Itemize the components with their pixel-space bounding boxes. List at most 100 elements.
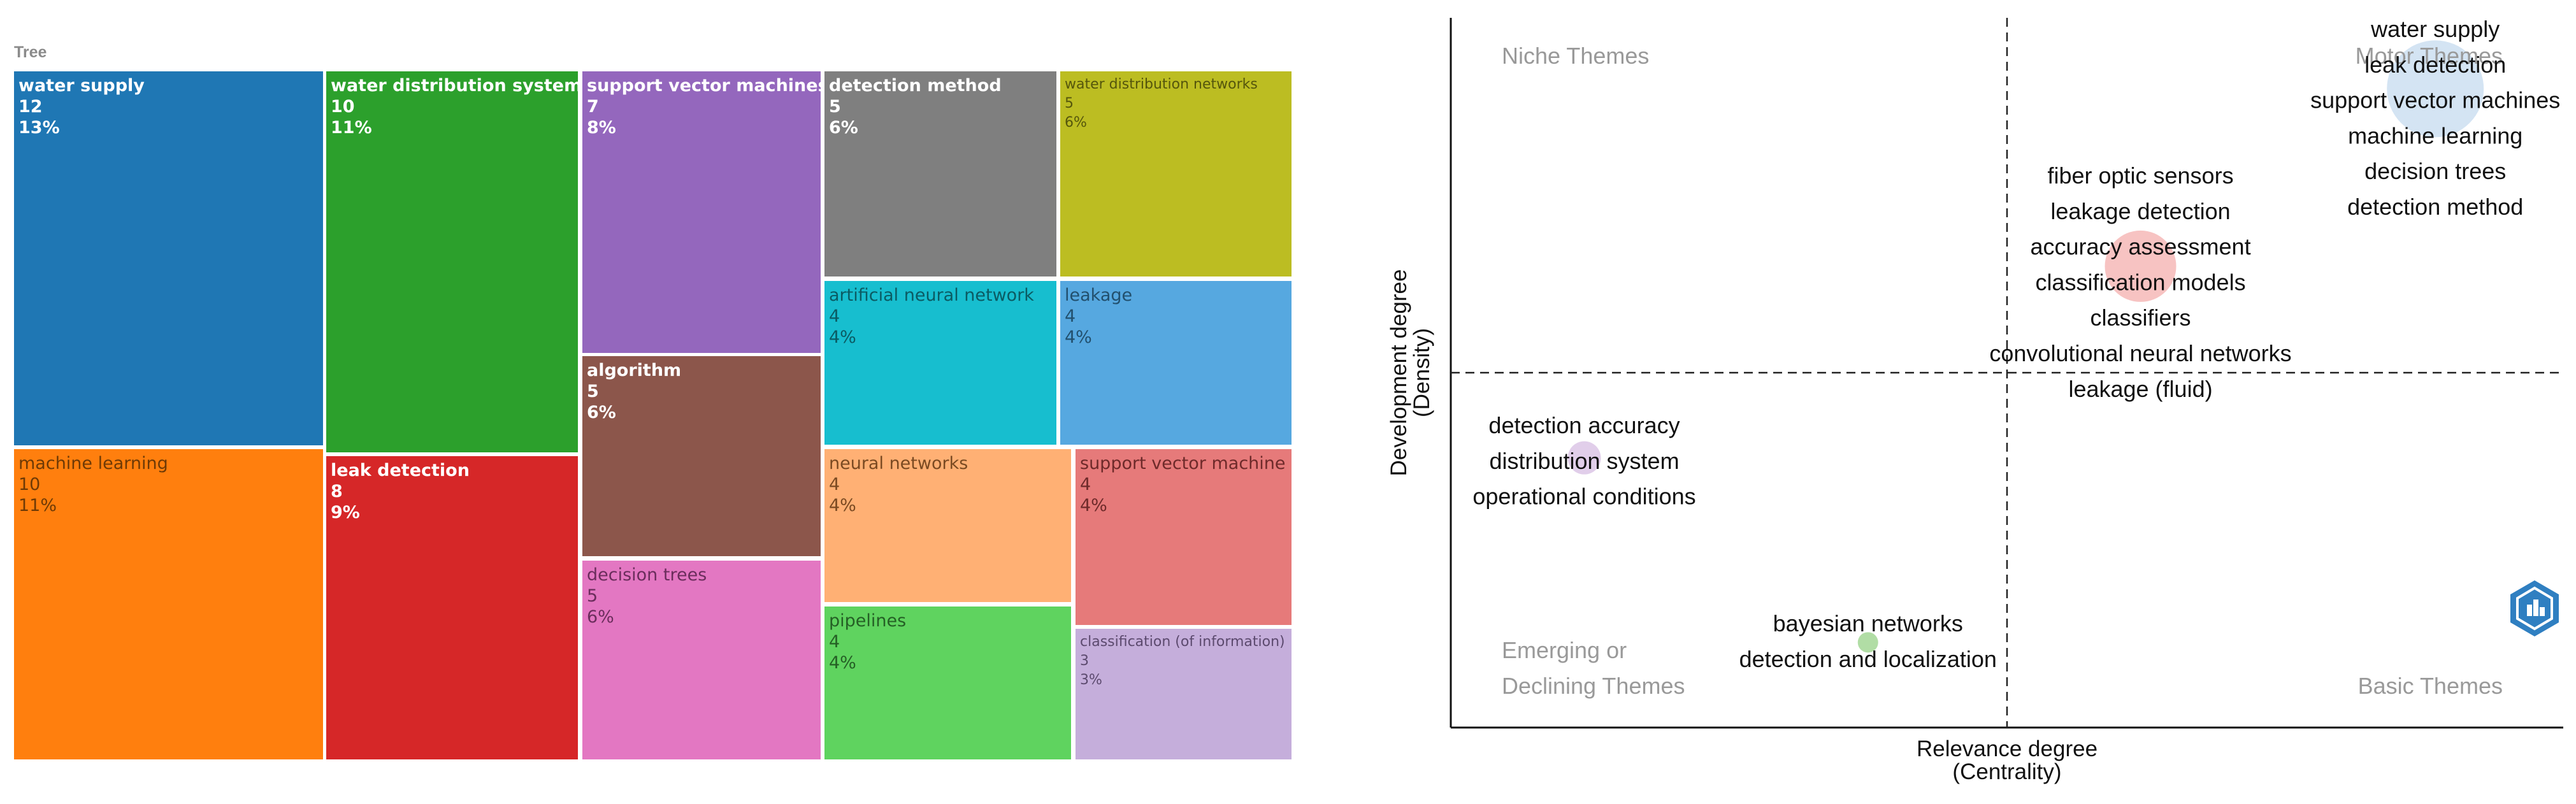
treemap-tile-name: decision trees (587, 565, 707, 585)
cluster-term-label: distribution system (1489, 448, 1679, 474)
treemap-tile-name: water distribution systems (331, 76, 578, 96)
cluster-term-label: detection method (2347, 194, 2523, 220)
cluster-term-label: leakage (fluid) (2068, 376, 2212, 402)
treemap-tile-name: algorithm (587, 361, 682, 380)
treemap-tile-value: 5 (587, 382, 599, 401)
treemap-tile-percent: 6% (587, 403, 616, 422)
quadrant-label-emerging: Declining Themes (1502, 673, 1685, 699)
treemap-tile-label: water distribution networks 5 6% (1065, 75, 1258, 133)
treemap-tile-name: leakage (1065, 285, 1133, 305)
cluster-term-label: detection accuracy (1488, 412, 1680, 438)
treemap-tile-percent: 4% (829, 327, 856, 347)
cluster-term-label: operational conditions (1472, 484, 1695, 510)
treemap-tile-percent: 6% (1065, 115, 1087, 131)
treemap-tile: water distribution networks 5 6% (1060, 71, 1292, 276)
cluster-term-label: leak detection (2364, 52, 2506, 78)
treemap-tile-value: 5 (587, 586, 598, 606)
treemap-tile-value: 4 (829, 632, 840, 652)
cluster-term-label: accuracy assessment (2030, 234, 2250, 260)
logo-bar (2540, 607, 2545, 616)
treemap-tile-value: 5 (829, 97, 841, 117)
y-axis-title: Development degree (1386, 269, 1411, 477)
cluster-term-label: detection and localization (1739, 646, 1997, 672)
logo-bar (2527, 605, 2532, 616)
cluster-term-label: bayesian networks (1773, 610, 1963, 636)
bibliometrix-logo (2510, 580, 2559, 636)
treemap-tile-label: algorithm 5 6% (587, 360, 681, 423)
treemap-tile: neural networks 4 4% (824, 449, 1071, 602)
treemap-tile-label: neural networks 4 4% (829, 453, 968, 516)
treemap-tile-name: neural networks (829, 454, 968, 473)
treemap-tile: algorithm 5 6% (582, 356, 821, 556)
treemap-tile-percent: 4% (1080, 496, 1107, 515)
treemap-tile-label: classification (of information) 3 3% (1080, 633, 1285, 690)
treemap-tile: classification (of information) 3 3% (1076, 629, 1292, 759)
treemap-tile-percent: 3% (1080, 672, 1102, 688)
treemap-tile-name: water distribution networks (1065, 76, 1258, 92)
treemap-tile-percent: 6% (587, 607, 614, 627)
treemap-tile-percent: 4% (829, 496, 856, 515)
x-axis-title: (Centrality) (1952, 759, 2061, 784)
treemap-tile-value: 5 (1065, 96, 1074, 111)
treemap-tile-value: 12 (18, 97, 43, 117)
treemap-tile-value: 4 (829, 475, 840, 494)
cluster-term-label: classifiers (2090, 305, 2191, 331)
treemap-tile-name: classification (of information) (1080, 634, 1285, 650)
treemap-tile-value: 7 (587, 97, 599, 117)
treemap-tile-name: water supply (18, 76, 145, 96)
cluster-term-label: convolutional neural networks (1989, 340, 2291, 366)
cluster-term-label: water supply (2370, 16, 2500, 42)
treemap-tile-name: pipelines (829, 611, 907, 631)
y-axis-title: (Density) (1409, 328, 1434, 417)
cluster-term-label: classification models (2035, 269, 2245, 295)
x-axis-title: Relevance degree (1917, 736, 2097, 761)
treemap-tile-percent: 4% (829, 653, 856, 673)
treemap-tile-percent: 9% (331, 503, 360, 522)
quadrant-label-emerging: Emerging or (1502, 637, 1627, 663)
cluster-bubble (1857, 632, 1878, 653)
treemap-tile-name: artificial neural network (829, 285, 1034, 305)
cluster-bubble (2387, 40, 2484, 138)
cluster-term-label: support vector machines (2310, 87, 2560, 113)
treemap-title: Tree (14, 43, 47, 61)
logo-bar (2533, 599, 2538, 616)
cluster-term-label: machine learning (2348, 122, 2522, 148)
cluster-term-label: decision trees (2364, 158, 2506, 184)
treemap-tile-value: 4 (1080, 475, 1091, 494)
treemap-tile-name: leak detection (331, 461, 470, 480)
treemap-tile-percent: 11% (331, 118, 372, 138)
y-axis-title-group: Development degree(Density) (1386, 269, 1434, 477)
treemap-tile-percent: 4% (1065, 327, 1092, 347)
cluster-bubble (2105, 230, 2177, 302)
quadrant-label-motor: Motor Themes (2356, 43, 2503, 69)
treemap-tile: leak detection 8 9% (326, 456, 578, 759)
treemap-tile-value: 3 (1080, 653, 1089, 669)
treemap-tile-percent: 6% (829, 118, 858, 138)
cluster-term-label: leakage detection (2050, 198, 2230, 224)
treemap-tile-value: 8 (331, 482, 343, 501)
treemap-tile-name: support vector machines (587, 76, 821, 96)
treemap-tile-value: 4 (1065, 306, 1076, 326)
treemap-tile-label: leak detection 8 9% (331, 460, 470, 523)
treemap-tile-value: 10 (331, 97, 355, 117)
logo-inner-outline (2516, 586, 2553, 631)
